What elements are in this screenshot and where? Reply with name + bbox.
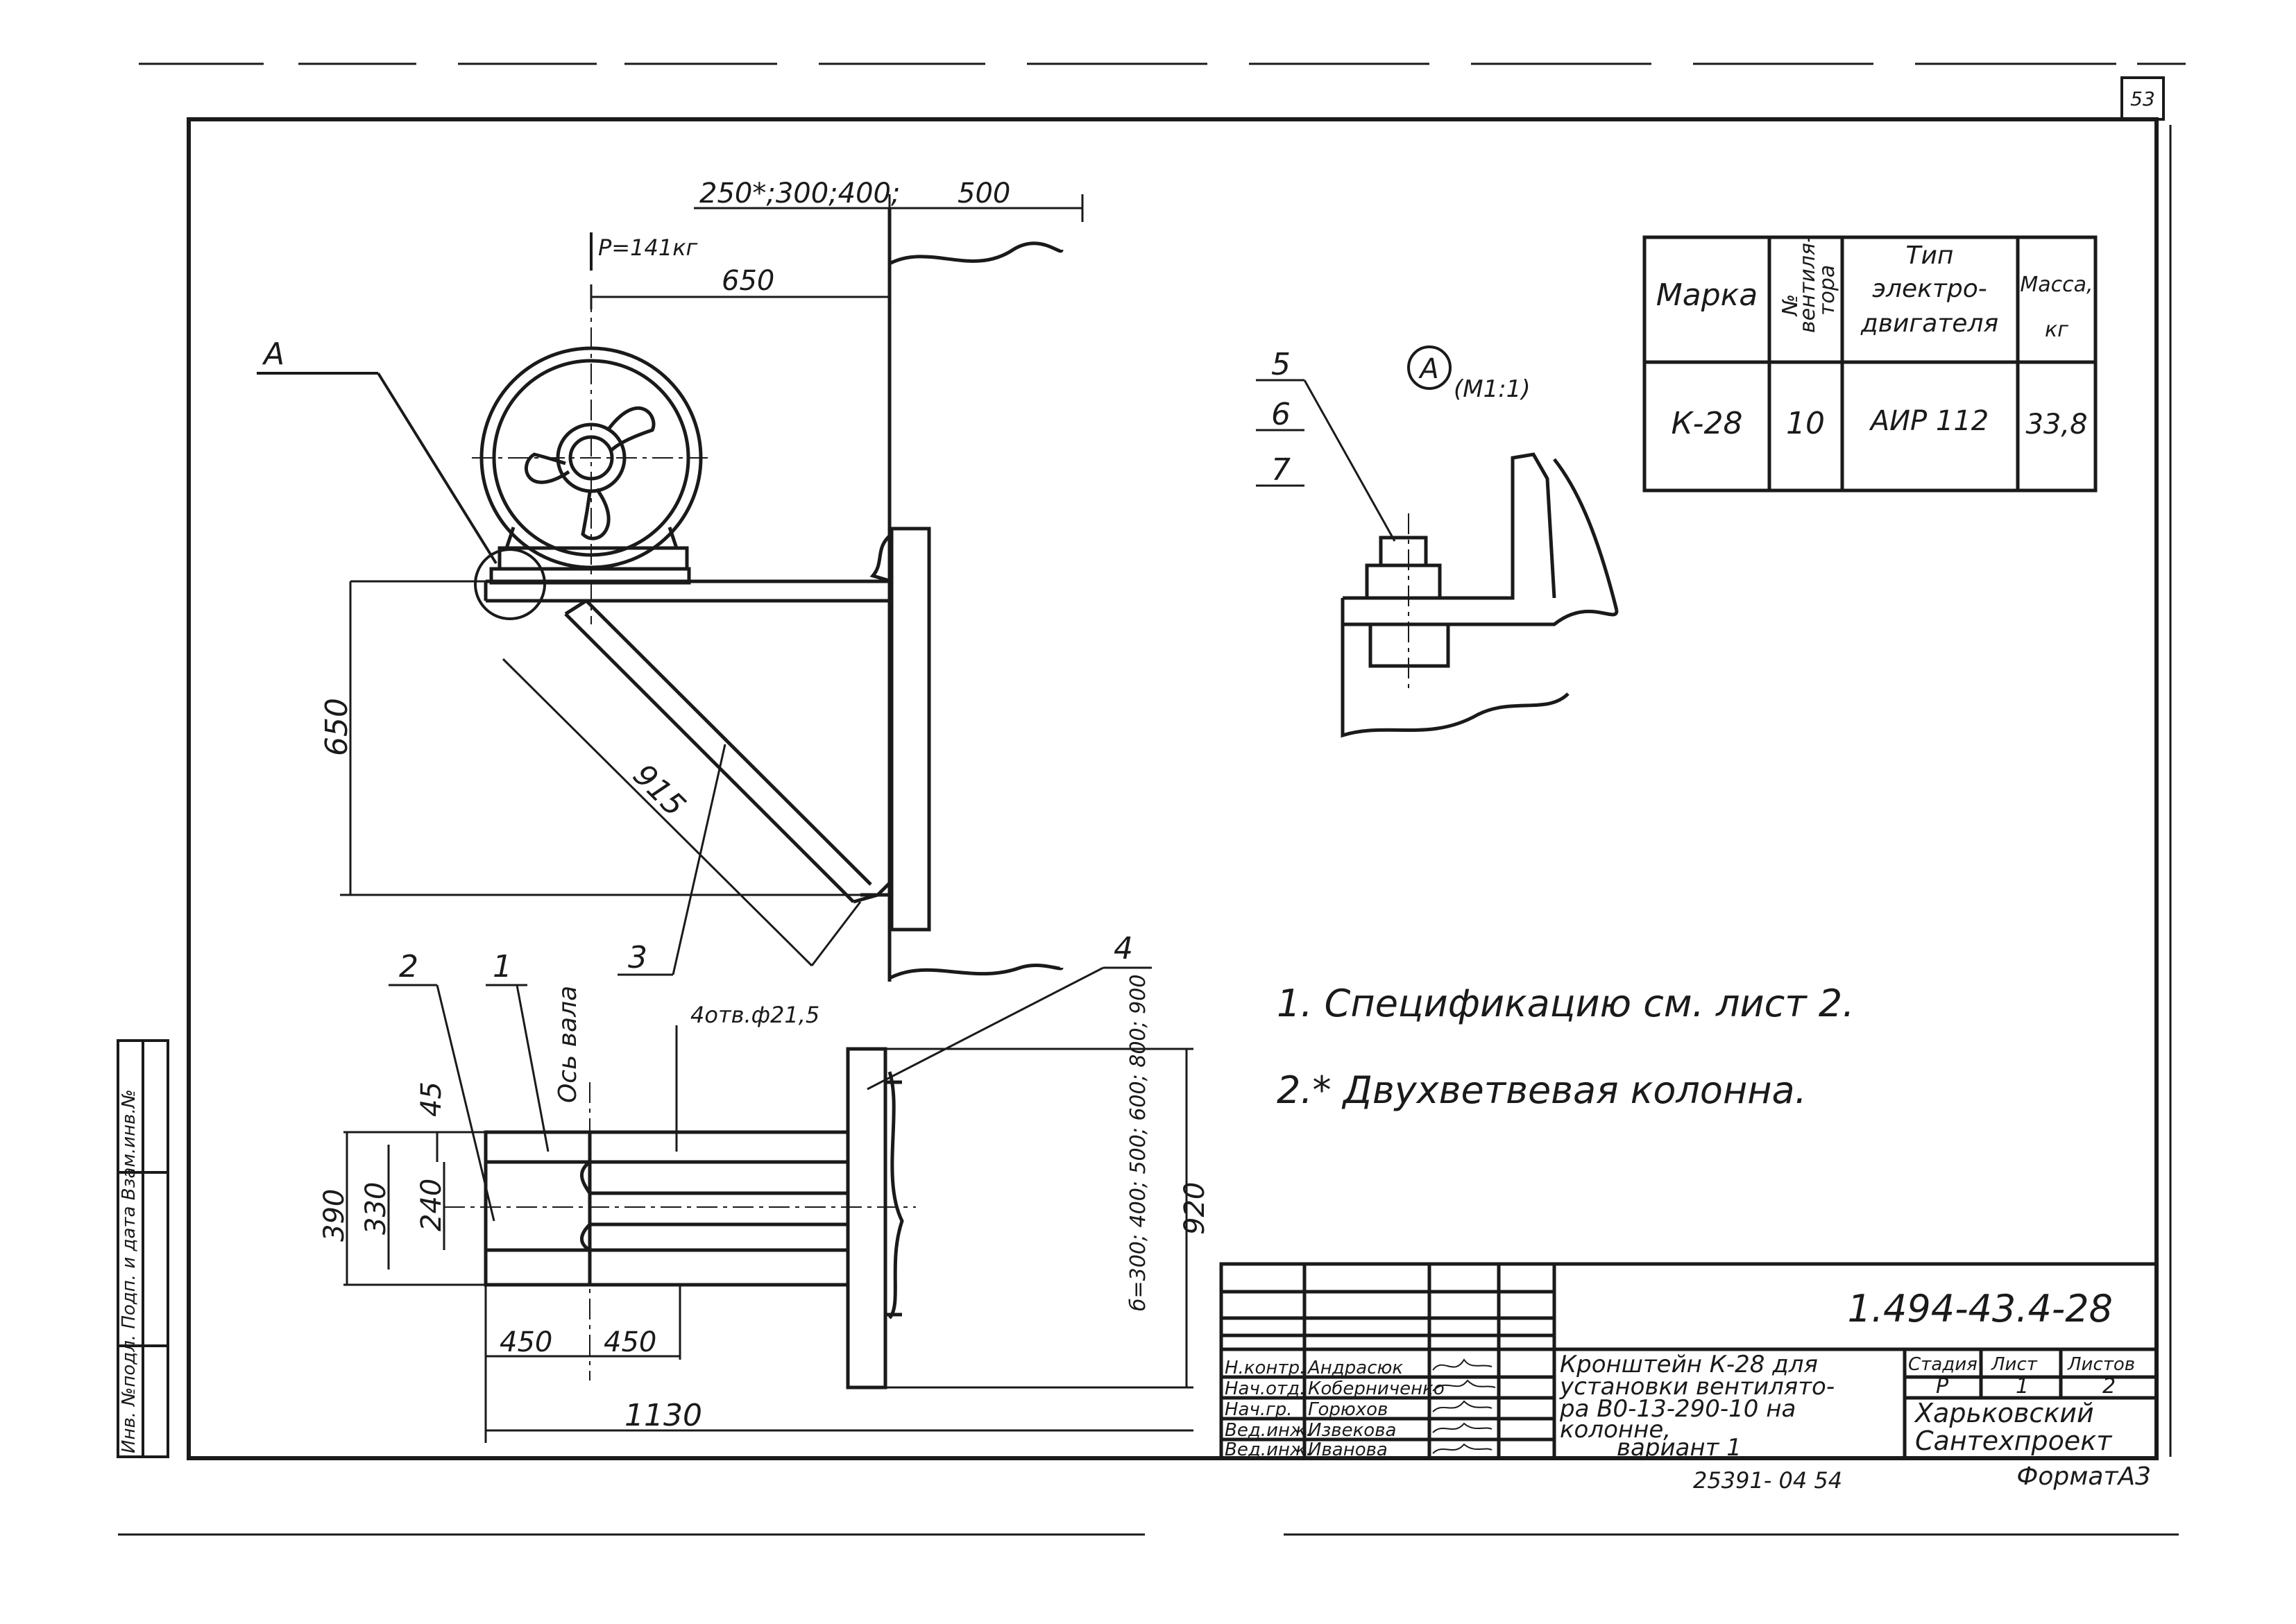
name-3: Горюхов	[1308, 1399, 1388, 1420]
side-stamp-text: Инв. №подл. Подп. и дата Взам.инв.№	[119, 1089, 139, 1453]
dim-top-500: 500	[958, 178, 1010, 210]
sheets-label: Листов	[2067, 1354, 2135, 1375]
callout-3: 3	[628, 940, 647, 975]
name-1: Андрасюк	[1307, 1358, 1403, 1378]
bottom-stamp: 25391- 04 54	[1693, 1467, 1842, 1494]
plan-dimension-lines	[343, 1048, 1193, 1443]
note-2: 2.* Двухветвевая колонна.	[1277, 1068, 1807, 1112]
title-code: 1.494-43.4-28	[1847, 1287, 2113, 1331]
callout-3-leader	[672, 744, 726, 975]
dim-plan-450-right: 450	[604, 1326, 656, 1358]
stage-label: Стадия	[1908, 1354, 1978, 1375]
callout-1-leader	[516, 984, 550, 1152]
dim-arm-650: 650	[722, 265, 774, 297]
callout-2: 2	[399, 949, 418, 984]
dim-plan-240: 240	[416, 1179, 448, 1231]
stage-value: Р	[1936, 1374, 1949, 1399]
spec-header-type-1: Тип	[1906, 241, 1954, 270]
dim-plan-45: 45	[416, 1082, 448, 1117]
shaft-axis-label: Ось вала	[554, 986, 582, 1103]
sheets-value: 2	[2102, 1374, 2116, 1399]
height-dimension	[340, 580, 860, 896]
title-line-2: установки вентилято-	[1559, 1373, 1835, 1401]
load-label: P=141кг	[598, 234, 698, 261]
dim-plan-330: 330	[360, 1182, 392, 1235]
callout-a: А	[262, 336, 284, 372]
title-line-3: ра В0-13-290-10 на	[1559, 1395, 1796, 1423]
signatures	[1432, 1358, 1496, 1454]
side-stamp	[117, 1039, 169, 1458]
role-5: Вед.инж.	[1225, 1439, 1312, 1460]
sheet-value: 1	[2016, 1374, 2029, 1399]
role-2: Нач.отд.	[1225, 1378, 1305, 1399]
spec-header-mass-2: кг	[2045, 318, 2068, 342]
dim-plan-390: 390	[318, 1189, 350, 1242]
brace-dimension-end	[810, 901, 862, 966]
title-block-grid	[1219, 1262, 2159, 1460]
column-plate	[890, 527, 931, 932]
dim-plate-920: 920	[1179, 1182, 1211, 1235]
detail-a-label: А	[1418, 353, 1438, 385]
callout-6: 6	[1271, 397, 1291, 432]
spec-header-mark: Марка	[1656, 277, 1758, 313]
spec-header-vent-1: №	[1778, 294, 1803, 317]
detail-a-circle	[474, 548, 546, 620]
role-4: Вед.инж.	[1225, 1420, 1312, 1441]
name-5: Иванова	[1308, 1439, 1388, 1460]
sheet-label: Лист	[1991, 1354, 2038, 1375]
holes-label: 4отв.ф21,5	[690, 1002, 819, 1028]
name-4: Извекова	[1308, 1420, 1396, 1441]
dim-plan-1130: 1130	[624, 1398, 702, 1433]
column-outline	[887, 208, 1064, 982]
dim-brace-915: 915	[626, 758, 692, 823]
callout-4-leader	[867, 966, 1104, 1091]
detail-a	[1341, 452, 1619, 738]
spec-table-grid	[1642, 235, 2098, 493]
dim-height-650: 650	[319, 698, 355, 756]
spec-cell-motor: АИР 112	[1869, 405, 1989, 437]
role-3: Нач.гр.	[1225, 1399, 1293, 1420]
spec-header-type-2: электро-	[1872, 275, 1987, 303]
org-line-2: Сантехпроект	[1915, 1426, 2113, 1456]
detail-a-scale: (М1:1)	[1454, 375, 1531, 403]
callout-4: 4	[1114, 931, 1133, 966]
spec-header-mass-1: Масса,	[2020, 273, 2093, 297]
note-1: 1. Спецификацию см. лист 2.	[1277, 982, 1854, 1025]
detail-a-label-circle	[1407, 345, 1452, 390]
dim-plan-450-left: 450	[500, 1326, 552, 1358]
drawing-frame	[187, 117, 2159, 1460]
brace-dimension-line	[502, 658, 813, 967]
callout-7: 7	[1271, 452, 1291, 488]
dim-top-offsets: 250*;300;400;	[699, 178, 900, 210]
dim-b-values: б=300; 400; 500; 600; 800; 900	[1126, 975, 1150, 1311]
role-1: Н.контр.	[1225, 1358, 1305, 1378]
page-number-box	[2120, 76, 2165, 121]
spec-header-type-3: двигателя	[1860, 309, 1998, 338]
callout-567-shelves	[1256, 379, 1396, 542]
callout-5: 5	[1271, 347, 1291, 382]
title-line-1: Кронштейн К-28 для	[1560, 1351, 1818, 1378]
diagonal-brace	[564, 599, 893, 904]
callout-a-leader-line	[377, 372, 498, 565]
spec-cell-vent: 10	[1786, 406, 1825, 441]
spec-cell-mark: К-28	[1671, 406, 1742, 441]
spec-header-vent-3: тора	[1815, 265, 1839, 316]
format-label: ФорматА3	[2016, 1462, 2151, 1491]
title-line-5: вариант 1	[1617, 1434, 1742, 1462]
spec-cell-mass: 33,8	[2025, 409, 2087, 441]
title-line-4: колонне,	[1560, 1416, 1671, 1444]
org-line-1: Харьковский	[1914, 1398, 2094, 1428]
callout-1: 1	[493, 949, 512, 984]
callout-2-leader	[436, 984, 495, 1222]
spec-header-vent-2: вентиля-	[1796, 235, 1820, 333]
top-dimension-lines	[590, 194, 1084, 309]
name-2: Коберниченко	[1308, 1378, 1445, 1399]
page-number: 53	[2130, 87, 2155, 110]
